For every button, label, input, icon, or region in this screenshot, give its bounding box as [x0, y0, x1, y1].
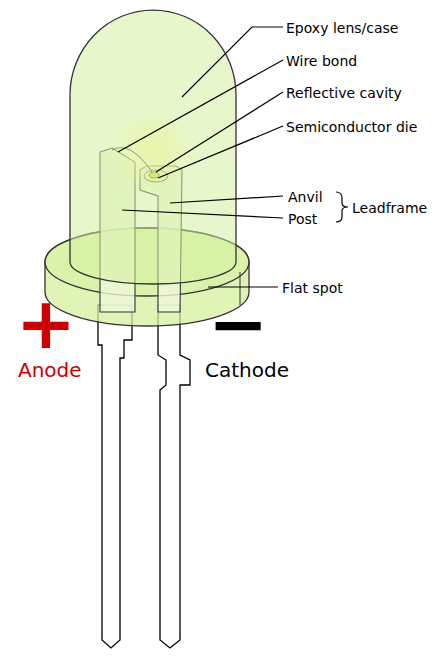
polarity-symbol: +: [16, 287, 76, 359]
anode-leg: [98, 305, 132, 648]
part-label: Reflective cavity: [286, 86, 402, 100]
part-label: Semiconductor die: [286, 120, 417, 134]
pin-label: Cathode: [205, 360, 289, 380]
cathode-leg: [158, 305, 190, 648]
group-label: Leadframe: [352, 201, 427, 215]
leader-line: [158, 126, 283, 178]
polarity-symbol: −: [208, 288, 268, 360]
part-label: Post: [288, 212, 317, 226]
leader-line: [122, 210, 283, 218]
epoxy-dome: [70, 10, 236, 284]
part-label: Flat spot: [282, 281, 343, 295]
leader-line: [182, 27, 283, 97]
part-label: Wire bond: [286, 54, 357, 68]
leader-line: [170, 196, 283, 203]
pin-label: Anode: [18, 360, 82, 380]
part-label: Anvil: [288, 190, 323, 204]
part-label: Epoxy lens/case: [286, 21, 398, 35]
leader-line: [118, 60, 283, 152]
leader-line: [156, 92, 283, 172]
bracket: [336, 192, 348, 222]
